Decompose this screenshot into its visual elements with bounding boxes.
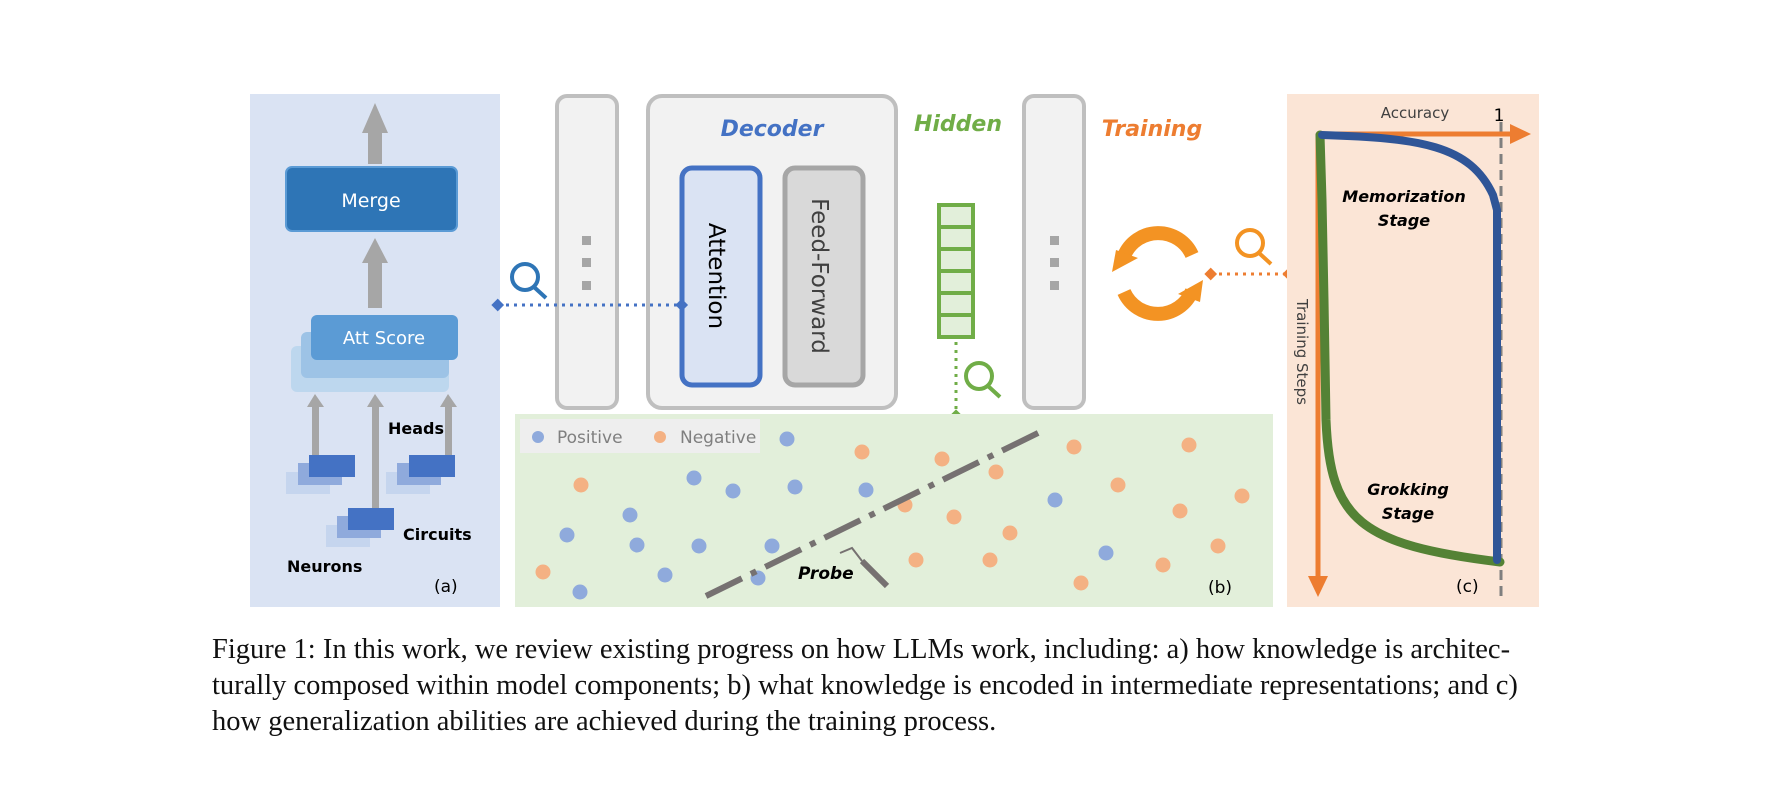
grokking-stage-label-line1: Grokking <box>1367 480 1449 499</box>
negative-point <box>908 552 924 568</box>
figure-caption: Figure 1: In this work, we review existi… <box>212 632 1582 740</box>
negative-point <box>1172 503 1188 519</box>
att-score-box <box>311 315 458 360</box>
merge-box <box>285 166 458 232</box>
positive-point <box>629 537 645 553</box>
negative-point <box>1066 439 1082 455</box>
training-probe-connector <box>1204 267 1296 281</box>
hidden-label: Hidden <box>914 112 1002 137</box>
panel-b-tag: (b) <box>1208 578 1232 598</box>
positive-point <box>572 584 588 600</box>
positive-point <box>657 567 673 583</box>
caption-line-2: turally composed within model components… <box>212 670 1518 701</box>
magnifier-icon-orange <box>1235 228 1273 266</box>
test-accuracy-curve <box>1318 131 1501 564</box>
positive-point <box>764 538 780 554</box>
panel-a-tag: (a) <box>434 577 458 597</box>
attention-box <box>679 165 763 388</box>
ellipsis-icon-left <box>582 236 591 290</box>
accuracy-label: Accuracy <box>1381 104 1450 122</box>
positive-point <box>787 479 803 495</box>
memorization-stage-label-line2: Stage <box>1378 211 1430 230</box>
training-accuracy-curve <box>1315 130 1505 567</box>
memorization-stage-label-line1: Memorization <box>1342 187 1465 206</box>
legend-positive-label: Positive <box>557 428 623 448</box>
data-points <box>535 431 1250 600</box>
caption-line-3: how generalization abilities are achieve… <box>212 706 997 737</box>
positive-point <box>1047 492 1063 508</box>
positive-point <box>691 538 707 554</box>
negative-point <box>1155 557 1171 573</box>
att-score-label: Att Score <box>343 328 425 349</box>
output-arrow <box>362 103 388 164</box>
negative-point <box>1110 477 1126 493</box>
panel-a: Merge Att Score <box>250 94 500 607</box>
training-steps-label: Training Steps <box>1293 298 1311 405</box>
negative-point <box>982 552 998 568</box>
negative-point <box>573 477 589 493</box>
ellipsis-icon-right <box>1050 236 1059 290</box>
layer-column-left <box>555 94 619 410</box>
negative-point <box>854 444 870 460</box>
merge-label: Merge <box>341 190 400 212</box>
negative-point <box>1210 538 1226 554</box>
panel-c-tag: (c) <box>1456 577 1479 597</box>
circuit-blocks <box>326 508 394 547</box>
negative-point <box>1073 575 1089 591</box>
architecture: Decoder Attention Feed-Forward Hidden Tr… <box>491 94 1296 423</box>
legend-negative-marker <box>654 431 666 443</box>
negative-point <box>988 464 1004 480</box>
attention-label: Attention <box>703 223 729 329</box>
magnifier-icon-green <box>964 361 1002 399</box>
legend-box <box>520 419 760 453</box>
layer-column-right <box>1022 94 1086 410</box>
head-blocks-left <box>286 455 355 494</box>
neurons-label: Neurons <box>287 557 362 576</box>
cycle-arrowhead-left <box>1112 250 1138 272</box>
accuracy-max-label: 1 <box>1494 106 1505 126</box>
negative-point <box>1181 437 1197 453</box>
heads-label: Heads <box>388 419 444 438</box>
positive-point <box>779 431 795 447</box>
hidden-vector <box>937 203 975 339</box>
cycle-arrowhead-right <box>1178 280 1203 302</box>
decoder-label: Decoder <box>721 117 825 142</box>
legend-positive-marker <box>532 431 544 443</box>
positive-point <box>686 470 702 486</box>
negative-point <box>946 509 962 525</box>
merge-arrow <box>362 238 388 308</box>
legend-negative-label: Negative <box>680 428 756 448</box>
attention-probe-connector <box>491 298 689 312</box>
hidden-probe-connector <box>949 342 963 423</box>
positive-point <box>1098 545 1114 561</box>
grokking-stage-label-line2: Stage <box>1382 504 1434 523</box>
panel-b: Positive Negative Probe (b) <box>515 414 1273 607</box>
positive-point <box>622 507 638 523</box>
negative-point <box>1234 488 1250 504</box>
training-label: Training <box>1102 117 1202 142</box>
positive-point <box>858 482 874 498</box>
probe-decision-line <box>704 429 1042 599</box>
positive-point <box>725 483 741 499</box>
negative-point <box>535 564 551 580</box>
heads-arrows <box>307 394 457 510</box>
figure-diagram: Merge Att Score <box>250 94 1539 607</box>
caption-line-1: Figure 1: In this work, we review existi… <box>212 634 1511 665</box>
feed-forward-label: Feed-Forward <box>806 198 832 354</box>
head-blocks-right <box>386 455 455 494</box>
negative-point <box>934 451 950 467</box>
circuits-label: Circuits <box>403 525 472 544</box>
negative-point <box>1002 525 1018 541</box>
refresh-cycle-icon <box>1117 226 1199 321</box>
probe-pen-icon <box>839 546 890 589</box>
panel-c: Accuracy 1 Training Steps Memorization S… <box>1287 94 1539 607</box>
probe-label: Probe <box>798 564 854 584</box>
positive-point <box>559 527 575 543</box>
feed-forward-box <box>782 165 866 388</box>
magnifier-icon-blue <box>510 262 548 300</box>
